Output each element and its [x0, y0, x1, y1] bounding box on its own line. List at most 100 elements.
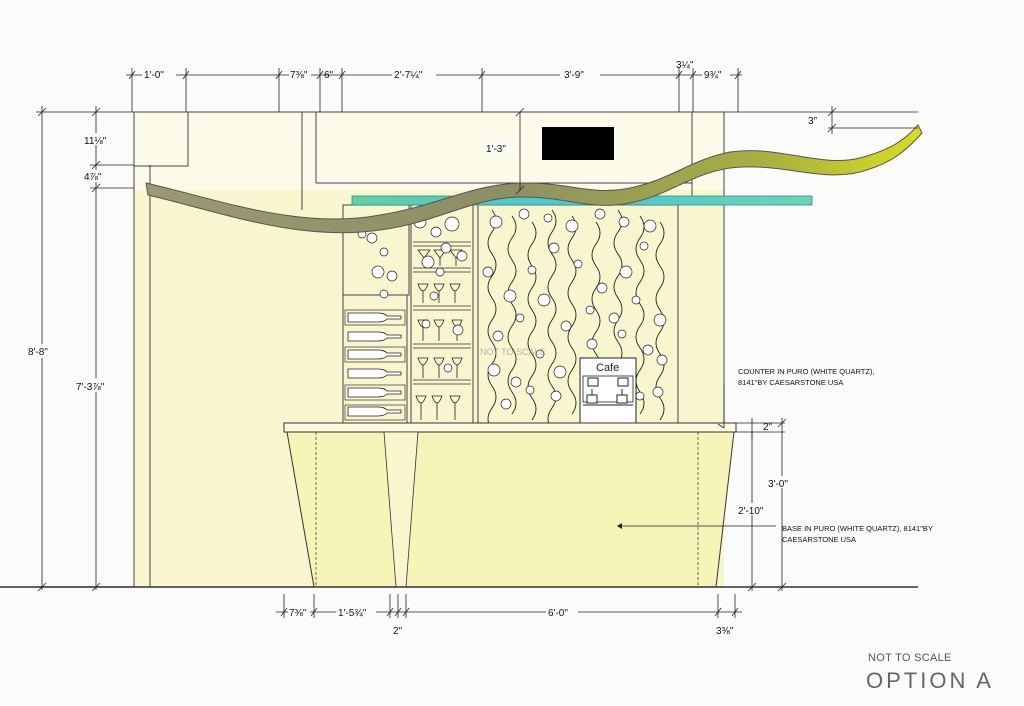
- bubble: [635, 391, 645, 401]
- bubble: [371, 265, 385, 279]
- dim-right-3: 3": [808, 116, 818, 127]
- bubble: [456, 250, 468, 262]
- bubble: [565, 219, 579, 233]
- option-label: OPTION A: [866, 668, 994, 693]
- center-dimension: 1'-3": [484, 107, 525, 195]
- soffit: [134, 112, 724, 190]
- bubble: [560, 320, 572, 332]
- counter-note: COUNTER IN PURO (WHITE QUARTZ), 8141"BY …: [717, 367, 875, 429]
- decorative-bubbles: [357, 208, 668, 410]
- dim-bottom-1: 1'-5¾": [338, 608, 367, 619]
- bubble: [421, 255, 435, 269]
- dim-left-11: 11⅛": [84, 136, 107, 147]
- bubble: [548, 242, 560, 254]
- column-cap: [133, 111, 189, 167]
- bubble: [585, 305, 595, 315]
- bubble: [594, 208, 606, 220]
- dim-right-3-0: 3'-0": [768, 479, 788, 490]
- bubble: [487, 363, 501, 377]
- bubble: [503, 289, 517, 303]
- dim-bottom-0: 7⅜": [289, 608, 307, 619]
- bubble: [643, 219, 657, 233]
- bubble: [608, 312, 620, 324]
- base-note-line-1: BASE IN PURO (WHITE QUARTZ), 8141"BY: [782, 524, 933, 533]
- dim-right-2: 2": [763, 422, 773, 433]
- dim-center: 1'-3": [486, 144, 506, 155]
- bubble: [430, 226, 442, 238]
- bubble: [642, 344, 654, 356]
- bottom-dimensions: 7⅜" 1'-5¾" 2" 6'-0" 3⅜": [276, 594, 742, 637]
- dim-left-4: 4⅞": [84, 172, 102, 183]
- base-note-line-2: CAESARSTONE USA: [782, 535, 856, 544]
- dim-top-3: 2'-7¼": [394, 69, 423, 81]
- bubble: [482, 266, 494, 278]
- counter-note-line-1: COUNTER IN PURO (WHITE QUARTZ),: [738, 367, 875, 376]
- bubble: [618, 216, 630, 228]
- scale-note: NOT TO SCALE: [868, 652, 952, 664]
- bubble: [366, 232, 378, 244]
- dim-top-1: 7⅜": [290, 70, 308, 81]
- bubble: [452, 324, 464, 336]
- wine-bottles: [344, 309, 406, 421]
- bubble: [573, 259, 583, 269]
- dim-bottom-4: 3⅜": [716, 626, 734, 637]
- bubble: [429, 291, 439, 301]
- wave-ribbon: [145, 124, 923, 234]
- bubble: [653, 313, 667, 327]
- bubble: [518, 208, 530, 220]
- bubble: [553, 365, 567, 379]
- bubble: [421, 319, 431, 329]
- bubble: [379, 247, 389, 257]
- bubble: [656, 354, 668, 366]
- bubble: [525, 385, 535, 395]
- bubble: [586, 338, 598, 350]
- bubble: [631, 295, 641, 305]
- dim-top-4: 3'-9": [564, 70, 584, 81]
- bubble: [527, 265, 537, 275]
- tv-screen: [542, 127, 614, 160]
- dim-bottom-2: 2": [393, 626, 403, 637]
- bubble: [386, 270, 398, 282]
- counter-top: [283, 422, 737, 433]
- squiggle-line: [567, 215, 577, 415]
- bubble: [440, 242, 452, 254]
- dim-top-2: 6": [324, 70, 334, 81]
- right-dimensions: 3" 2" 3'-0" 2'-10": [724, 106, 918, 592]
- bubble: [543, 213, 553, 223]
- base-note: BASE IN PURO (WHITE QUARTZ), 8141"BY CAE…: [617, 523, 933, 544]
- bubble: [596, 282, 608, 294]
- dim-bottom-3: 6'-0": [548, 608, 568, 619]
- bubble: [550, 390, 562, 402]
- left-dimensions: 8'-8" 7'-3⅞" 11⅛" 4⅞": [26, 106, 134, 592]
- top-dimensions: 1'-0" 7⅜" 6" 2'-7¼" 3'-9" 3¼" 9¾": [126, 59, 742, 112]
- bubble: [652, 386, 664, 398]
- dim-top-0: 1'-0": [144, 70, 164, 81]
- bubble: [639, 241, 649, 251]
- dim-top-5: 3¼": [676, 59, 694, 71]
- bubble: [435, 267, 445, 277]
- bubble: [379, 289, 389, 299]
- bubble: [617, 329, 627, 339]
- bubble: [500, 398, 512, 410]
- bubble: [535, 349, 545, 359]
- dim-right-2-10: 2'-10": [738, 506, 764, 517]
- bubble: [619, 265, 633, 279]
- dim-left-8-8: 8'-8": [28, 347, 48, 358]
- dim-top-6: 9¾": [704, 70, 722, 81]
- cafe-label: Cafe: [596, 362, 619, 374]
- counter-base: [286, 431, 735, 588]
- squiggle-line: [487, 209, 497, 431]
- dim-left-7-3: 7'-3⅞": [76, 382, 105, 393]
- bubble: [443, 363, 453, 373]
- bubble: [537, 293, 551, 307]
- squiggle-line: [507, 215, 517, 415]
- bubble: [444, 216, 460, 232]
- watermark-text: NOT TO SCALE: [480, 347, 546, 357]
- bubble: [492, 330, 504, 342]
- counter-note-line-2: 8141"BY CAESARSTONE USA: [738, 378, 843, 387]
- bubble: [489, 215, 503, 229]
- coffee-machine: Cafe: [579, 357, 637, 425]
- bubble: [515, 313, 525, 323]
